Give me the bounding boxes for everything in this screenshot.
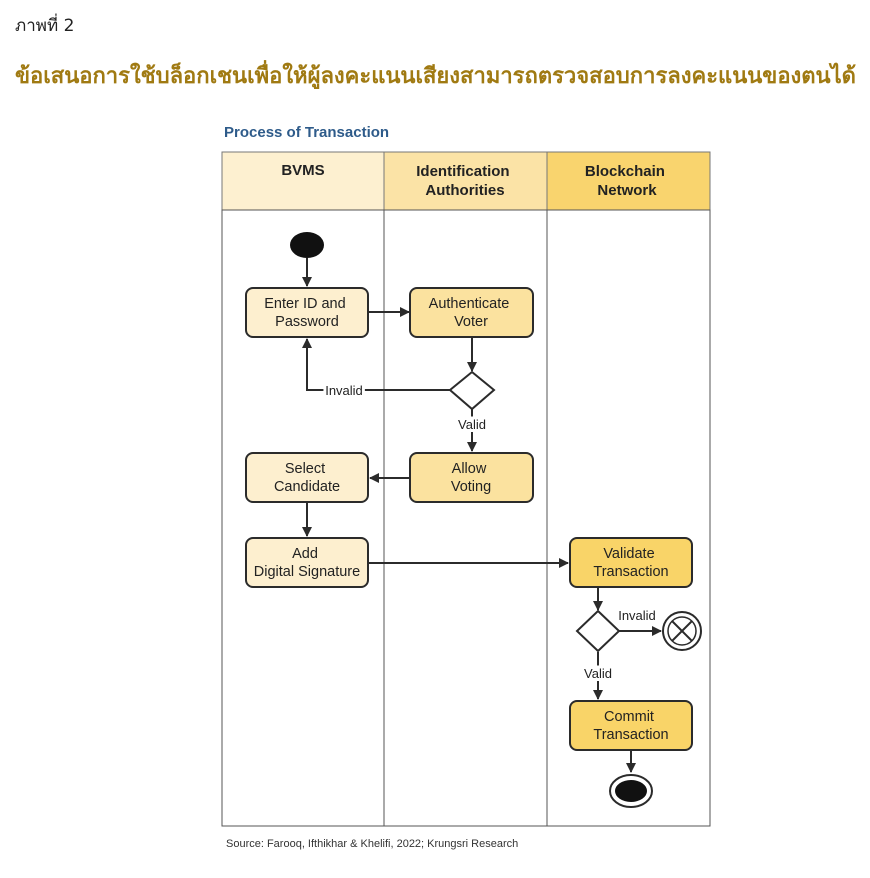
diagram-title: Process of Transaction (224, 124, 390, 141)
terminate-node (662, 611, 702, 651)
lane-label-identification: Identification Authorities (416, 163, 514, 199)
svg-text:Allow Voting: Allow Voting (451, 461, 491, 495)
figure-label: ภาพที่ 2 (15, 16, 75, 36)
lane-label-blockchain: Blockchain Network (585, 163, 669, 199)
svg-text:Validate Transaction: Validate Transaction (593, 546, 668, 580)
svg-text:Enter ID and Password: Enter ID and Password (264, 296, 349, 330)
end-node (609, 774, 653, 808)
node-allow-voting: Allow Voting (409, 452, 534, 503)
edge-label-invalid-2: Invalid (618, 608, 656, 623)
svg-text:Commit Transaction: Commit Transaction (593, 709, 668, 743)
node-authenticate-voter: Authenticate Voter (409, 287, 534, 338)
node-add-digital-signature: Add Digital Signature (245, 537, 369, 588)
svg-text:Add Digital Signature: Add Digital Signature (254, 546, 360, 580)
source-note: Source: Farooq, Ifthikhar & Khelifi, 202… (226, 838, 519, 850)
svg-text:Select Candidate: Select Candidate (274, 461, 340, 495)
lane-header-blockchain (546, 151, 711, 211)
node-validate-transaction: Validate Transaction (569, 537, 693, 588)
svg-text:Authenticate Voter: Authenticate Voter (429, 296, 514, 330)
edge-invalid-to-enter-id (302, 338, 450, 391)
lane-header-identification (383, 151, 548, 211)
lane-header-bvms (221, 151, 385, 211)
edge-label-valid-2: Valid (584, 666, 612, 681)
node-select-candidate: Select Candidate (245, 452, 369, 503)
lane-label-bvms: BVMS (281, 162, 324, 179)
figure-title: ข้อเสนอการใช้บล็อกเชนเพื่อให้ผู้ลงคะแนนเ… (15, 64, 856, 89)
start-node (290, 232, 324, 258)
decision-validate (575, 609, 621, 653)
decision-authenticate (448, 370, 496, 411)
node-commit-transaction: Commit Transaction (569, 700, 693, 751)
node-enter-id: Enter ID and Password (245, 287, 369, 338)
edge-label-valid-1: Valid (458, 417, 486, 432)
edge-label-invalid-1: Invalid (325, 383, 363, 398)
